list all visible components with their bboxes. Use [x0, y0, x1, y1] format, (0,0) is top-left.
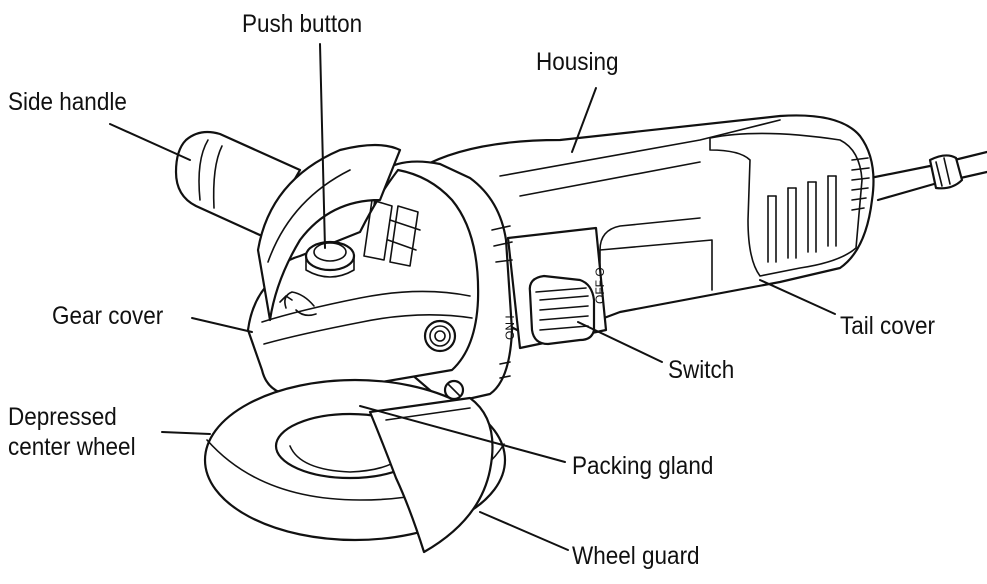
- label-housing: Housing: [536, 48, 619, 76]
- leader-gear-cover: [191, 317, 253, 333]
- label-tail-cover: Tail cover: [840, 312, 936, 340]
- label-gear-cover: Gear cover: [52, 302, 164, 330]
- guard-flap: [368, 396, 494, 554]
- label-switch: Switch: [668, 356, 735, 384]
- label-depressed-center-wheel: Depressed center wheel: [8, 402, 136, 462]
- switch-assembly: [506, 226, 608, 350]
- label-push-button: Push button: [242, 10, 363, 38]
- switch-off-mark: OFF O: [593, 267, 607, 304]
- label-side-handle: Side handle: [8, 88, 127, 116]
- power-cord: [868, 150, 987, 202]
- gear-head: [246, 160, 514, 406]
- leader-switch: [577, 321, 663, 363]
- leader-push-button: [319, 43, 326, 249]
- leader-housing: [571, 87, 597, 153]
- leader-packing-gland: [359, 405, 566, 463]
- wheel-guard: [256, 143, 402, 322]
- label-wheel-guard: Wheel guard: [572, 542, 700, 570]
- label-depressed-line2: center wheel: [8, 433, 136, 461]
- leader-tail-cover: [759, 279, 836, 315]
- switch-on-mark: ON I: [503, 315, 517, 340]
- label-depressed-line1: Depressed: [8, 403, 117, 431]
- leader-wheel-guard: [479, 511, 569, 551]
- leader-lines: [109, 43, 836, 551]
- label-packing-gland: Packing gland: [572, 452, 714, 480]
- leader-depressed-center-wheel: [161, 431, 211, 435]
- leader-side-handle: [109, 123, 191, 161]
